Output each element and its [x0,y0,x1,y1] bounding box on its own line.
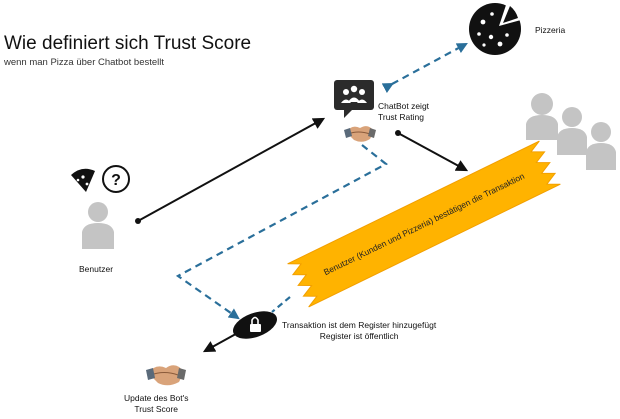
chatbot-label: ChatBot zeigt Trust Rating [378,101,429,123]
user-icon [82,202,114,249]
band-label: Benutzer (Kunden und Pizzeria) bestätige… [322,171,526,277]
lock-icon [233,311,277,339]
arrow-user-to-chatbot [137,117,326,222]
arrow-chatbot-to-band [397,132,469,172]
pizza-icon [469,2,521,55]
dashed-chatbot-to-register [175,144,388,320]
question-mark: ? [111,172,121,189]
transaction-label: Transaktion ist dem Register hinzugefügt… [282,320,436,342]
confirmation-band: Benutzer (Kunden und Pizzeria) bestätige… [287,140,561,308]
dashed-band-to-register [271,296,291,313]
question-mark-icon: ? [102,165,130,193]
people-group-icon [526,93,616,170]
user-label: Benutzer [79,264,114,274]
dashed-chatbot-pizzeria [381,42,468,94]
page-title: Wie definiert sich Trust Score [4,33,252,54]
pizza-slice-icon [71,168,95,192]
page-subtitle: wenn man Pizza über Chatbot bestellt [4,57,165,68]
update-label-line2: Trust Score [134,404,179,414]
handshake-icon [344,126,376,142]
pizzeria-label: Pizzeria [535,25,566,35]
chatbot-label-line1: ChatBot zeigt [378,101,430,111]
chatbot-label-line2: Trust Rating [378,112,424,122]
update-label: Update des Bot's Trust Score [124,393,188,415]
update-handshake-icon [146,365,186,386]
chatbot-icon [334,80,374,118]
update-label-line1: Update des Bot's [124,393,189,403]
transaction-label-line2: Register ist öffentlich [319,331,399,341]
transaction-label-line1: Transaktion ist dem Register hinzugefügt [282,320,437,330]
